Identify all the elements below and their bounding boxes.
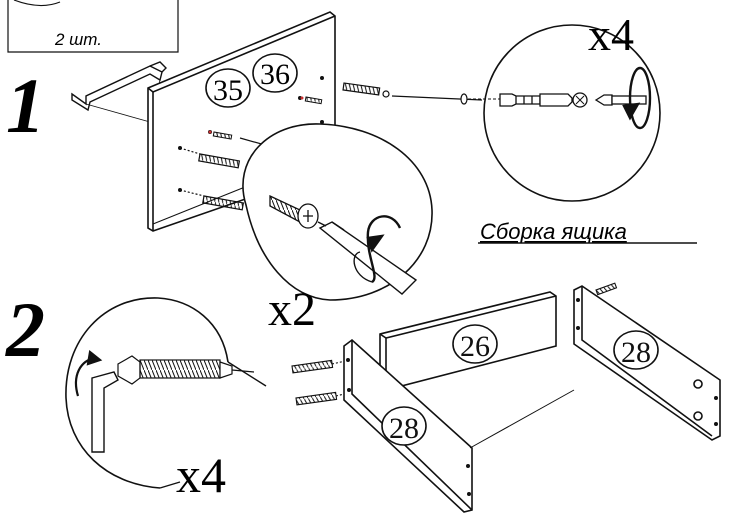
hex-key-icon bbox=[91, 371, 119, 453]
rotate-arrow-icon bbox=[622, 66, 652, 130]
section-title: Сборка ящика bbox=[480, 219, 627, 244]
left-side-panel: 28 bbox=[343, 338, 473, 513]
small-screw bbox=[208, 130, 233, 140]
parts-quantity: 2 шт. bbox=[54, 30, 102, 49]
step-2: 2 x4 bbox=[5, 282, 721, 513]
wood-screw-icon bbox=[269, 194, 319, 229]
part-35-label: 35 bbox=[205, 68, 251, 108]
part-36-label: 36 bbox=[252, 53, 298, 93]
dowel-count: x4 bbox=[176, 447, 226, 503]
cam-bolt-icon bbox=[499, 92, 588, 108]
rotate-arrow-icon bbox=[74, 349, 103, 397]
cam-bolt bbox=[179, 147, 241, 169]
part-28-left-label: 28 bbox=[389, 412, 419, 445]
part-26-label: 26 bbox=[460, 330, 490, 363]
cam-bolt bbox=[179, 189, 245, 211]
parts-box: 2 шт. bbox=[7, 0, 179, 53]
svg-text:36: 36 bbox=[260, 58, 290, 91]
dowel-screw bbox=[595, 282, 618, 296]
cam-bolt bbox=[342, 82, 390, 98]
step-1-number: 1 bbox=[6, 62, 45, 149]
cam-detail-callout: x4 bbox=[391, 9, 661, 202]
screw-count: x2 bbox=[268, 283, 316, 336]
step-2-number: 2 bbox=[5, 286, 45, 373]
back-panel: 26 bbox=[379, 291, 557, 391]
cam-dowel-icon bbox=[117, 355, 255, 385]
small-screw bbox=[300, 96, 323, 105]
cam-count: x4 bbox=[588, 9, 634, 60]
rotate-arrow-icon bbox=[353, 215, 402, 284]
step-1: 1 35 36 bbox=[6, 9, 697, 336]
screw-detail-callout: x2 bbox=[239, 123, 433, 336]
part-sketch bbox=[13, 0, 61, 7]
panel-joint-line bbox=[469, 389, 575, 449]
svg-text:35: 35 bbox=[213, 74, 243, 107]
dowel-screw bbox=[291, 359, 351, 374]
dowel-detail-callout: x4 bbox=[65, 297, 267, 503]
right-side-panel: 28 bbox=[573, 285, 721, 441]
part-28-right-label: 28 bbox=[621, 336, 651, 369]
